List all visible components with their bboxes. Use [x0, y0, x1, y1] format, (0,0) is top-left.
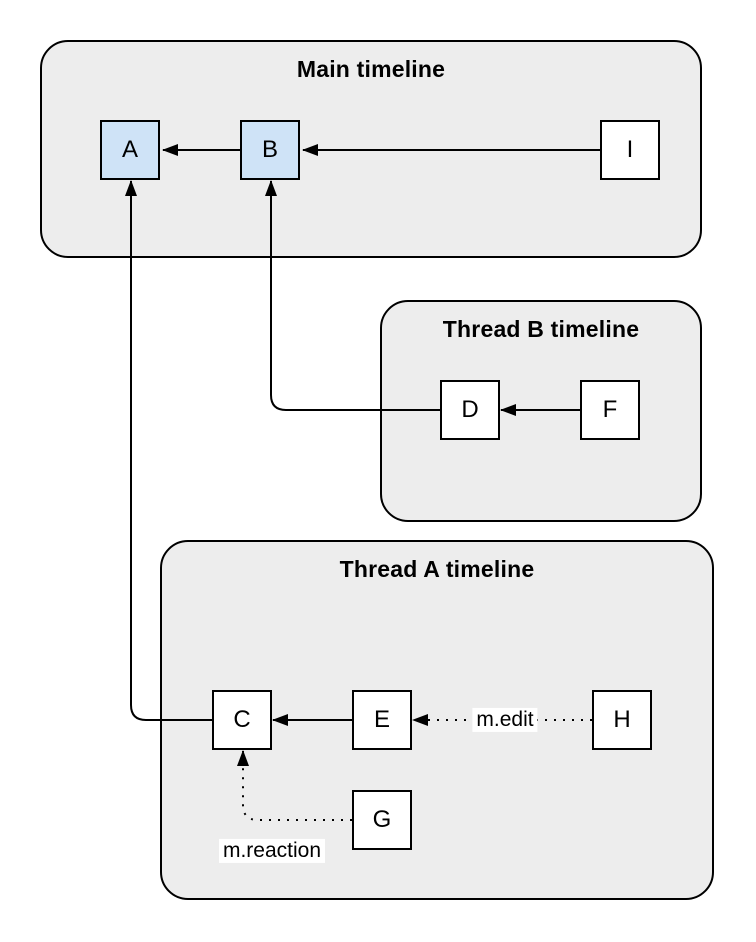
edge-D-to-B	[265, 180, 440, 411]
node-B: B	[240, 120, 300, 180]
node-A: A	[100, 120, 160, 180]
timeline-title-thread-a: Thread A timeline	[339, 556, 535, 582]
node-D: D	[440, 380, 500, 440]
node-E: E	[352, 690, 412, 750]
edges-group	[125, 144, 600, 821]
node-C: C	[212, 690, 272, 750]
edge-G-to-C	[237, 750, 352, 821]
node-I: I	[600, 120, 660, 180]
node-F: F	[580, 380, 640, 440]
node-G: G	[352, 790, 412, 850]
timeline-title-thread-b: Thread B timeline	[442, 316, 640, 342]
edge-label-G-to-C: m.reaction	[218, 838, 326, 864]
edge-C-to-A	[125, 180, 212, 721]
node-H: H	[592, 690, 652, 750]
timeline-title-main: Main timeline	[296, 56, 446, 82]
edge-label-H-to-E: m.edit	[472, 707, 538, 733]
